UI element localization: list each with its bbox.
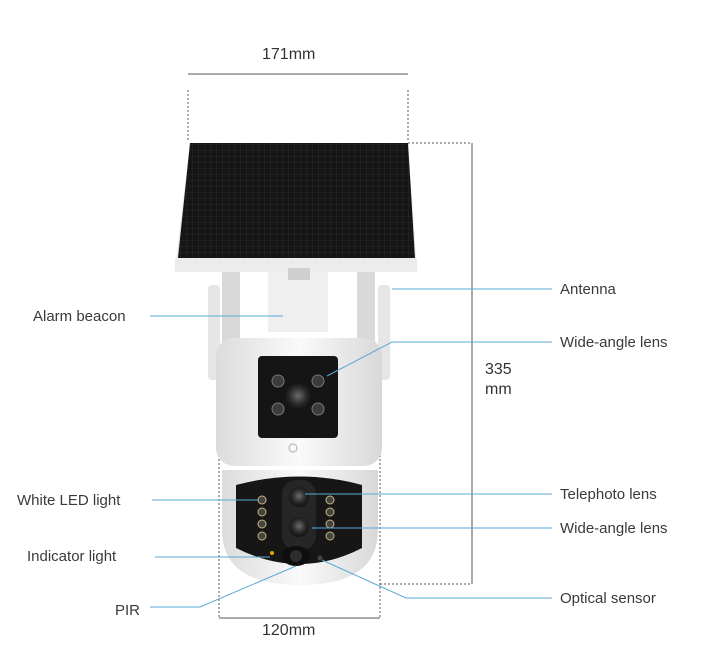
pir-label: PIR [115, 602, 141, 619]
antenna-label: Antenna [560, 281, 616, 298]
height-unit-label: mm [485, 381, 512, 398]
height-value-label: 335 [485, 361, 512, 378]
white-led-light-label: White LED light [17, 492, 121, 509]
telephoto-lens-label: Telephoto lens [560, 486, 657, 503]
wide-angle-lens-bottom-label: Wide-angle lens [560, 520, 668, 537]
indicator-light-label: Indicator light [27, 548, 117, 565]
alarm-beacon-label: Alarm beacon [33, 308, 126, 325]
antenna-bracket [208, 268, 390, 380]
leader-lines [150, 288, 552, 608]
wide-angle-lens-top-label: Wide-angle lens [560, 334, 668, 351]
bottom-width-label: 120mm [262, 622, 316, 639]
optical-sensor-label: Optical sensor [560, 590, 656, 607]
lower-camera-dome [222, 470, 378, 585]
top-width-label: 171mm [262, 46, 316, 63]
solar-panel [175, 143, 417, 272]
upper-camera-body [216, 338, 382, 466]
dimension-lines [187, 73, 473, 619]
